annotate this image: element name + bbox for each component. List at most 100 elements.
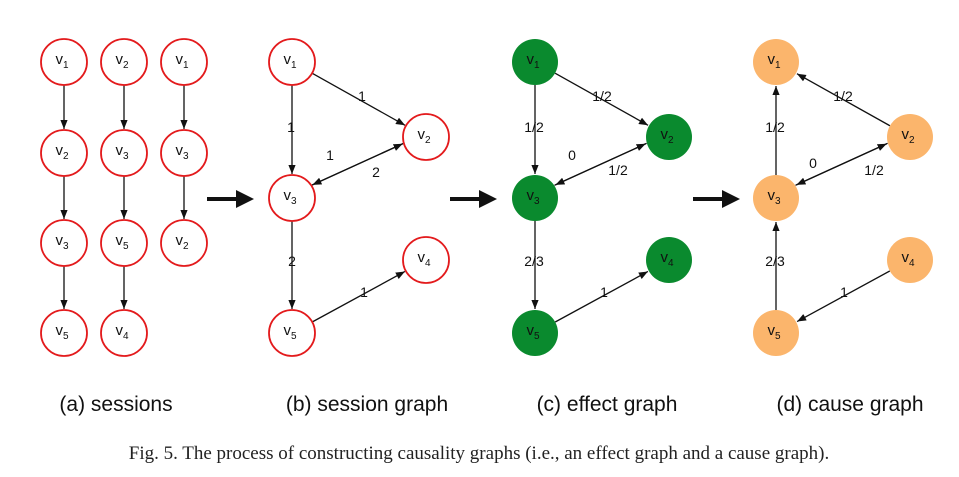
edge-label: 1 [358,88,366,104]
node-circle [512,310,558,356]
node-circle [268,309,316,357]
node-label: v1 [55,51,69,71]
node-session-graph-v5: v5 [268,309,316,357]
panel-label-cause-graph: (d) cause graph [776,393,923,416]
node-circle [160,38,208,86]
node-label: v5 [526,322,540,342]
edge-label: 1/2 [608,162,628,178]
node-label: v2 [901,126,915,146]
node-effect-graph-v1: v1 [512,39,558,85]
panel-sessions: v1 v2 v3 v5 v2 v3 v5 v4 v1 v3 v2 [40,38,208,357]
transition-arrow-1 [207,190,254,208]
node-label: v5 [55,322,69,342]
edge-session-graph-v1-v2 [311,72,406,126]
node-circle [646,114,692,160]
edge-label: 1/2 [524,119,544,135]
node-label: v3 [175,142,189,162]
node-session-graph-v4: v4 [402,236,450,284]
node-label: v4 [660,249,674,269]
edge-label: 2 [372,164,380,180]
node-label: v2 [417,126,431,146]
node-circle [646,237,692,283]
node-circle [100,309,148,357]
node-label: v3 [55,232,69,252]
node-sessions-s3-3: v2 [160,219,208,267]
node-circle [753,175,799,221]
node-circle [40,309,88,357]
panel-label-effect-graph: (c) effect graph [537,393,678,416]
node-sessions-s2-4: v4 [100,309,148,357]
node-circle [40,129,88,177]
node-sessions-s3-2: v3 [160,129,208,177]
edge-label: 2/3 [524,253,544,269]
node-effect-graph-v5: v5 [512,310,558,356]
edge-effect-graph-v2-v3 [555,142,647,186]
edge-label: 2 [288,253,296,269]
node-circle [100,129,148,177]
node-circle [402,113,450,161]
edge-label: 0 [568,147,576,163]
node-circle [268,174,316,222]
node-sessions-s1-3: v3 [40,219,88,267]
node-label: v1 [175,51,189,71]
edge-label: 1/2 [765,119,785,135]
edge-label: 2/3 [765,253,785,269]
node-circle [100,219,148,267]
node-label: v3 [526,187,540,207]
node-label: v4 [115,322,129,342]
node-circle [100,38,148,86]
edge-label: 1 [600,284,608,300]
edge-cause-graph-v2-v1 [796,73,891,127]
node-effect-graph-v3: v3 [512,175,558,221]
node-label: v1 [283,51,297,71]
node-cause-graph-v1: v1 [753,39,799,85]
node-circle [402,236,450,284]
edge-label: 1/2 [833,88,853,104]
node-label: v5 [283,322,297,342]
node-label: v2 [175,232,189,252]
node-circle [512,39,558,85]
node-circle [160,129,208,177]
node-label: v5 [115,232,129,252]
edge-session-graph-v2-v3 [312,142,404,186]
edge-cause-graph-v3-v2 [795,143,887,186]
panel-effect-graph: 1/2 1/2 0 1/2 2/3 1 v1 v2 v3 v4 v5 [512,39,692,356]
node-sessions-s1-4: v5 [40,309,88,357]
panel-label-session-graph: (b) session graph [286,393,448,416]
edge-label: 1 [840,284,848,300]
transition-arrow-3 [693,190,740,208]
node-label: v5 [767,322,781,342]
node-label: v4 [417,249,431,269]
node-sessions-s2-1: v2 [100,38,148,86]
node-circle [512,175,558,221]
node-label: v2 [660,126,674,146]
node-label: v2 [55,142,69,162]
node-circle [268,38,316,86]
node-cause-graph-v5: v5 [753,310,799,356]
node-label: v3 [767,187,781,207]
node-sessions-s1-2: v2 [40,129,88,177]
node-circle [40,219,88,267]
edge-session-graph-v5-v4 [311,270,406,323]
transition-arrow-2 [450,190,497,208]
node-label: v1 [767,51,781,71]
node-circle [753,310,799,356]
edge-effect-graph-v5-v4 [554,270,649,323]
edge-effect-graph-v1-v2 [554,72,649,126]
node-cause-graph-v2: v2 [887,114,933,160]
node-circle [753,39,799,85]
figure-caption: Fig. 5. The process of constructing caus… [129,443,829,464]
edge-label: 1/2 [864,162,884,178]
node-sessions-s1-1: v1 [40,38,88,86]
edge-label: 0 [809,155,817,171]
node-cause-graph-v3: v3 [753,175,799,221]
node-label: v4 [901,249,915,269]
edge-label: 1 [287,119,295,135]
edge-label: 1/2 [592,88,612,104]
node-label: v3 [115,142,129,162]
node-circle [887,237,933,283]
node-session-graph-v2: v2 [402,113,450,161]
node-effect-graph-v4: v4 [646,237,692,283]
edge-cause-graph-v4-v5 [796,270,891,323]
